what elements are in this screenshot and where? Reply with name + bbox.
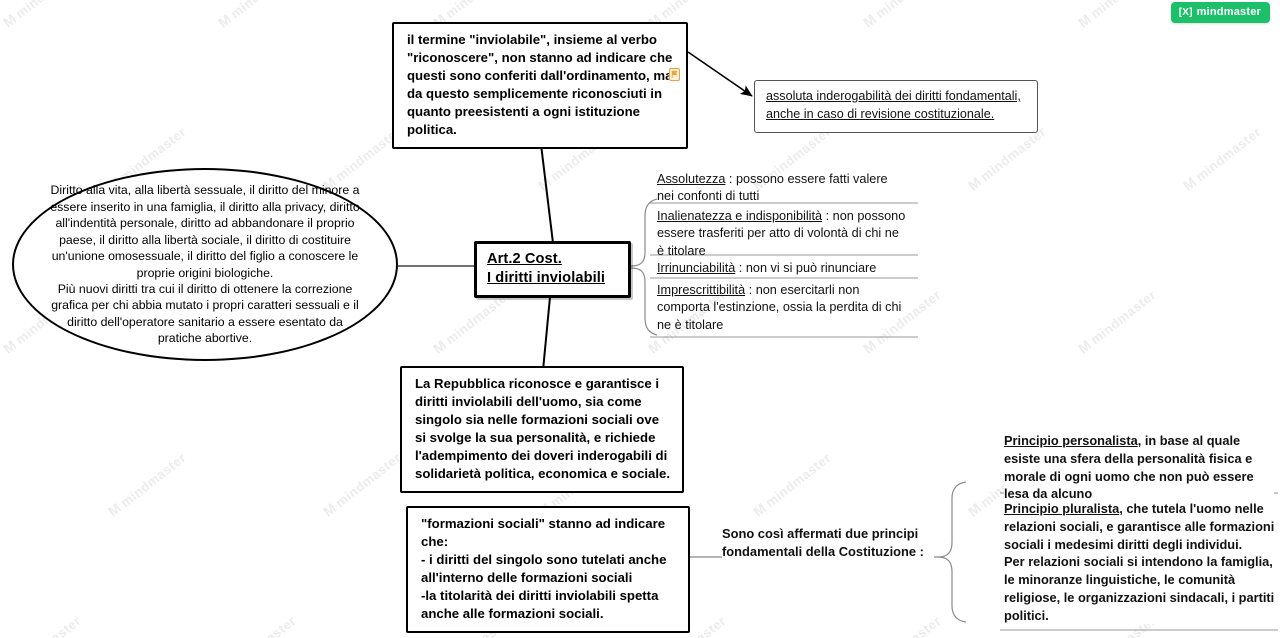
node-attr-assolutezza[interactable]: Assolutezza : possono essere fatti valer… xyxy=(655,171,907,206)
connector-center-to-attributes-trunk xyxy=(630,198,658,267)
diritti-paragraph-2: Più nuovi diritti tra cui il diritto di … xyxy=(51,281,359,346)
connector-principi-to-principles xyxy=(937,481,967,558)
inderogabilita-line-2: anche in caso di revisione costituzional… xyxy=(766,106,995,121)
principio-pluralista-lead: Principio pluralista xyxy=(1004,501,1120,516)
attr-inalienatezza-rest: : non possono essere trasferiti per atto… xyxy=(657,209,906,258)
watermark-mindmaster: Mmindmaster xyxy=(750,449,834,520)
attr-inalienatezza-lead: Inalienatezza e indisponibilità xyxy=(657,209,823,223)
mindmaster-badge[interactable]: [X] mindmaster xyxy=(1170,2,1270,23)
watermark-mindmaster: Mmindmaster xyxy=(1075,0,1159,31)
watermark-mindmaster: Mmindmaster xyxy=(1075,286,1159,357)
node-testo-articolo[interactable]: La Repubblica riconosce e garantisce i d… xyxy=(400,366,684,494)
attr-imprescrittibilita-lead: Imprescrittibilità xyxy=(657,283,746,297)
watermark-mindmaster: Mmindmaster xyxy=(860,0,944,31)
central-topic-line-2: I diritti inviolabili xyxy=(487,269,606,286)
principi-label-text: Sono così affermati due principi fondame… xyxy=(722,526,924,559)
node-attr-irrinunciabilita[interactable]: Irrinunciabilità : non vi si può rinunci… xyxy=(655,260,915,277)
watermark-mindmaster: Mmindmaster xyxy=(215,0,299,31)
principio-pluralista-rest2: Per relazioni sociali si intendono la fa… xyxy=(1004,554,1275,623)
attr-irrinunciabilita-rest: : non vi si può rinunciare xyxy=(735,261,877,275)
connector-center-to-attributes-trunk-lower xyxy=(630,267,658,336)
node-attr-inalienatezza[interactable]: Inalienatezza e indisponibilità : non po… xyxy=(655,208,907,260)
watermark-mindmaster: Mmindmaster xyxy=(320,449,404,520)
testo-articolo-text: La Repubblica riconosce e garantisce i d… xyxy=(415,376,671,482)
node-central-topic[interactable]: Art.2 Cost. I diritti inviolabili xyxy=(474,241,631,298)
principio-personalista-rest: , in base al quale esiste una sfera dell… xyxy=(1004,433,1254,502)
watermark-mindmaster: Mmindmaster xyxy=(1180,123,1264,194)
mindmaster-badge-label: mindmaster xyxy=(1196,6,1261,18)
node-principio-personalista[interactable]: Principio personalista, in base al quale… xyxy=(1004,432,1274,504)
formazioni-line-1: "formazioni sociali" stanno ad indicare … xyxy=(421,516,666,550)
watermark-mindmaster: Mmindmaster xyxy=(105,449,189,520)
note-flag-icon[interactable] xyxy=(669,68,680,81)
node-inderogabilita[interactable]: assoluta inderogabilità dei diritti fond… xyxy=(754,80,1038,133)
diritti-paragraph-1: Diritto alla vita, alla libertà sessuale… xyxy=(50,183,360,280)
mindmaster-logo-icon: [X] xyxy=(1178,6,1193,18)
node-elenco-diritti[interactable]: Diritto alla vita, alla libertà sessuale… xyxy=(12,168,398,361)
node-formazioni-sociali[interactable]: "formazioni sociali" stanno ad indicare … xyxy=(406,506,690,634)
inderogabilita-line-1: assoluta inderogabilità dei diritti fond… xyxy=(766,89,1021,103)
principio-pluralista-rest: , che tutela l'uomo nelle relazioni soci… xyxy=(1004,501,1275,552)
formazioni-line-3: -la titolarità dei diritti inviolabili s… xyxy=(421,588,659,622)
attr-irrinunciabilita-lead: Irrinunciabilità xyxy=(657,261,736,275)
watermark-mindmaster: Mmindmaster xyxy=(0,0,84,31)
node-note-inviolabile[interactable]: il termine "inviolabile", insieme al ver… xyxy=(392,22,688,150)
formazioni-line-2: - i diritti del singolo sono tutelati an… xyxy=(421,552,667,586)
connector-note-to-inderogabilita xyxy=(687,51,753,97)
note-inviolabile-text: il termine "inviolabile", insieme al ver… xyxy=(407,32,673,138)
watermark-mindmaster: Mmindmaster xyxy=(965,123,1049,194)
attr-imprescrittibilita-rest: : non esercitarli non comporta l'estinzi… xyxy=(657,283,902,332)
attr-assolutezza-rest: : possono essere fatti valere nei confon… xyxy=(657,172,888,204)
node-attr-imprescrittibilita[interactable]: Imprescrittibilità : non esercitarli non… xyxy=(655,282,907,334)
principio-personalista-lead: Principio personalista xyxy=(1004,433,1138,448)
attr-assolutezza-lead: Assolutezza xyxy=(657,172,726,186)
central-topic-line-1: Art.2 Cost. xyxy=(487,251,562,267)
node-principi-label[interactable]: Sono così affermati due principi fondame… xyxy=(722,525,934,561)
watermark-mindmaster: Mmindmaster xyxy=(215,612,299,638)
node-principio-pluralista[interactable]: Principio pluralista, che tutela l'uomo … xyxy=(1004,500,1276,625)
connector-principi-to-principles-lower xyxy=(937,556,967,623)
watermark-mindmaster: Mmindmaster xyxy=(860,612,944,638)
watermark-mindmaster: Mmindmaster xyxy=(0,612,84,638)
